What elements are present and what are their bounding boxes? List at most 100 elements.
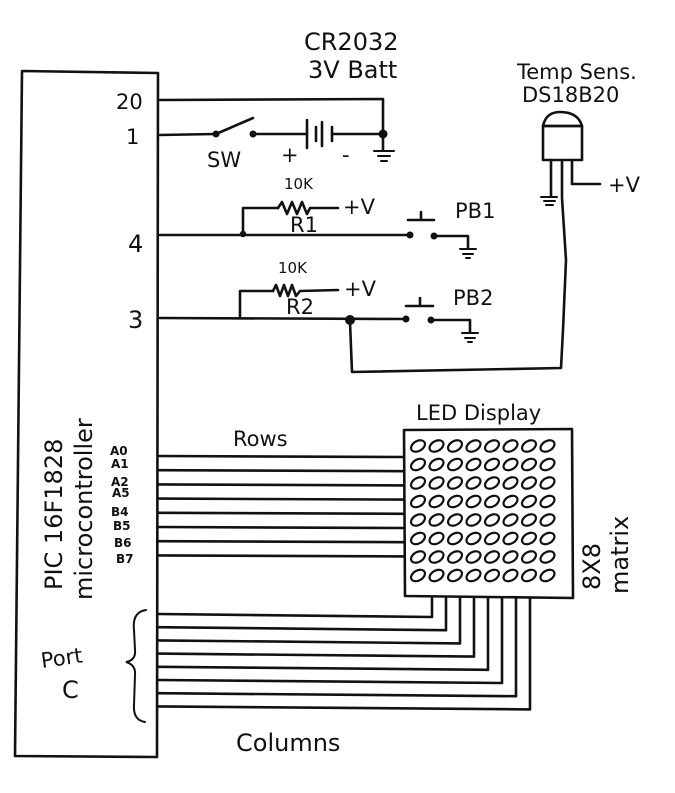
r2-value-label: 10K — [278, 259, 308, 277]
led — [520, 457, 538, 472]
led — [409, 439, 427, 453]
sensor-supply-label: +V — [608, 173, 641, 197]
microcontroller-box — [13, 69, 160, 759]
microcontroller: PIC 16F1828 microcontroller 20 1 4 3 A0 … — [13, 69, 160, 759]
ground-icon — [373, 132, 395, 162]
led — [502, 494, 519, 509]
rows-label: Rows — [233, 427, 288, 451]
pin20-wire — [158, 97, 385, 135]
temp-sensor: Temp Sens. DS18B20 +V — [348, 60, 641, 374]
led — [428, 476, 445, 490]
row-wire — [156, 483, 406, 487]
mcu-label-part: PIC 16F1828 — [40, 439, 68, 590]
led — [483, 568, 501, 583]
r2-name-label: R2 — [286, 295, 314, 319]
led — [520, 568, 538, 583]
pushbutton-pb2-icon — [402, 296, 479, 343]
pin-4-label: 4 — [128, 230, 143, 258]
led-display: LED Display 8X8 matrix — [402, 401, 634, 600]
pin1-wire — [158, 132, 217, 137]
led — [409, 476, 427, 490]
sensor-body — [541, 124, 584, 162]
temp-sensor-label: Temp Sens. — [516, 60, 637, 84]
column-wire — [156, 596, 490, 672]
switch-label: SW — [207, 148, 241, 172]
r1-lead — [241, 206, 280, 236]
sensor-dome — [541, 110, 584, 128]
led — [502, 513, 519, 527]
led — [465, 457, 482, 472]
led — [446, 568, 464, 583]
led — [539, 568, 556, 583]
port-c-label: Port — [39, 643, 84, 673]
sensor-data-wire — [348, 158, 568, 374]
pb2-circuit: 10K +V R2 PB2 — [158, 259, 493, 343]
led — [446, 439, 464, 453]
led — [428, 531, 445, 546]
led — [465, 568, 482, 583]
led — [483, 494, 501, 509]
led — [409, 513, 427, 527]
led — [539, 550, 556, 564]
port-c-letter: C — [62, 676, 79, 704]
pin3-wire — [158, 316, 406, 321]
r2-lead — [238, 289, 275, 320]
led — [520, 439, 538, 453]
row-wire — [156, 554, 406, 558]
led — [409, 568, 427, 583]
led — [428, 494, 445, 509]
led — [465, 476, 482, 490]
power-circuit: CR2032 3V Batt SW + - — [158, 28, 399, 172]
led — [502, 531, 519, 546]
r1-value-label: 10K — [284, 175, 314, 193]
led — [502, 439, 519, 453]
column-wire — [156, 596, 462, 645]
column-wire — [156, 596, 504, 685]
row-pin-a0: A0 — [110, 444, 128, 458]
pb1-label: PB1 — [455, 199, 495, 223]
row-pin-a1: A1 — [111, 457, 129, 471]
row-pin-labels: A0 A1 A2 A5 B4 B5 B6 B7 — [110, 444, 134, 566]
led — [465, 550, 482, 564]
led-display-title: LED Display — [416, 401, 541, 425]
led — [465, 439, 482, 453]
pin-1-label: 1 — [126, 125, 139, 149]
pin-20-label: 20 — [116, 90, 143, 114]
temp-sensor-model: DS18B20 — [522, 83, 619, 107]
column-wire — [156, 596, 518, 698]
led — [483, 457, 501, 472]
led — [446, 476, 464, 490]
row-wire — [156, 454, 406, 459]
led — [428, 439, 445, 453]
pin-3-label: 3 — [128, 306, 143, 334]
row-pin-b4: B4 — [111, 505, 129, 519]
led — [520, 476, 538, 490]
columns-label: Columns — [236, 729, 340, 757]
led — [409, 494, 427, 509]
matrix-type-label: matrix — [606, 516, 634, 594]
led-matrix-frame — [402, 427, 575, 600]
led — [446, 494, 464, 509]
led — [409, 531, 427, 546]
resistor-r1-icon — [276, 200, 340, 216]
led — [520, 531, 538, 546]
led — [520, 550, 538, 564]
row-pin-b6: B6 — [114, 536, 132, 550]
switch — [212, 116, 257, 138]
pb1-circuit: 10K +V R1 PB1 — [158, 175, 495, 259]
row-pin-b7: B7 — [116, 552, 134, 566]
led — [483, 531, 501, 546]
led — [502, 568, 519, 583]
led — [465, 494, 482, 509]
pb2-label: PB2 — [453, 286, 493, 310]
led — [483, 439, 501, 453]
led — [428, 457, 445, 472]
led — [446, 531, 464, 546]
led — [428, 513, 445, 527]
column-wire — [156, 596, 448, 632]
battery-icon — [305, 118, 334, 150]
led — [428, 568, 445, 583]
led — [446, 457, 464, 472]
row-bus: Rows — [156, 427, 406, 558]
